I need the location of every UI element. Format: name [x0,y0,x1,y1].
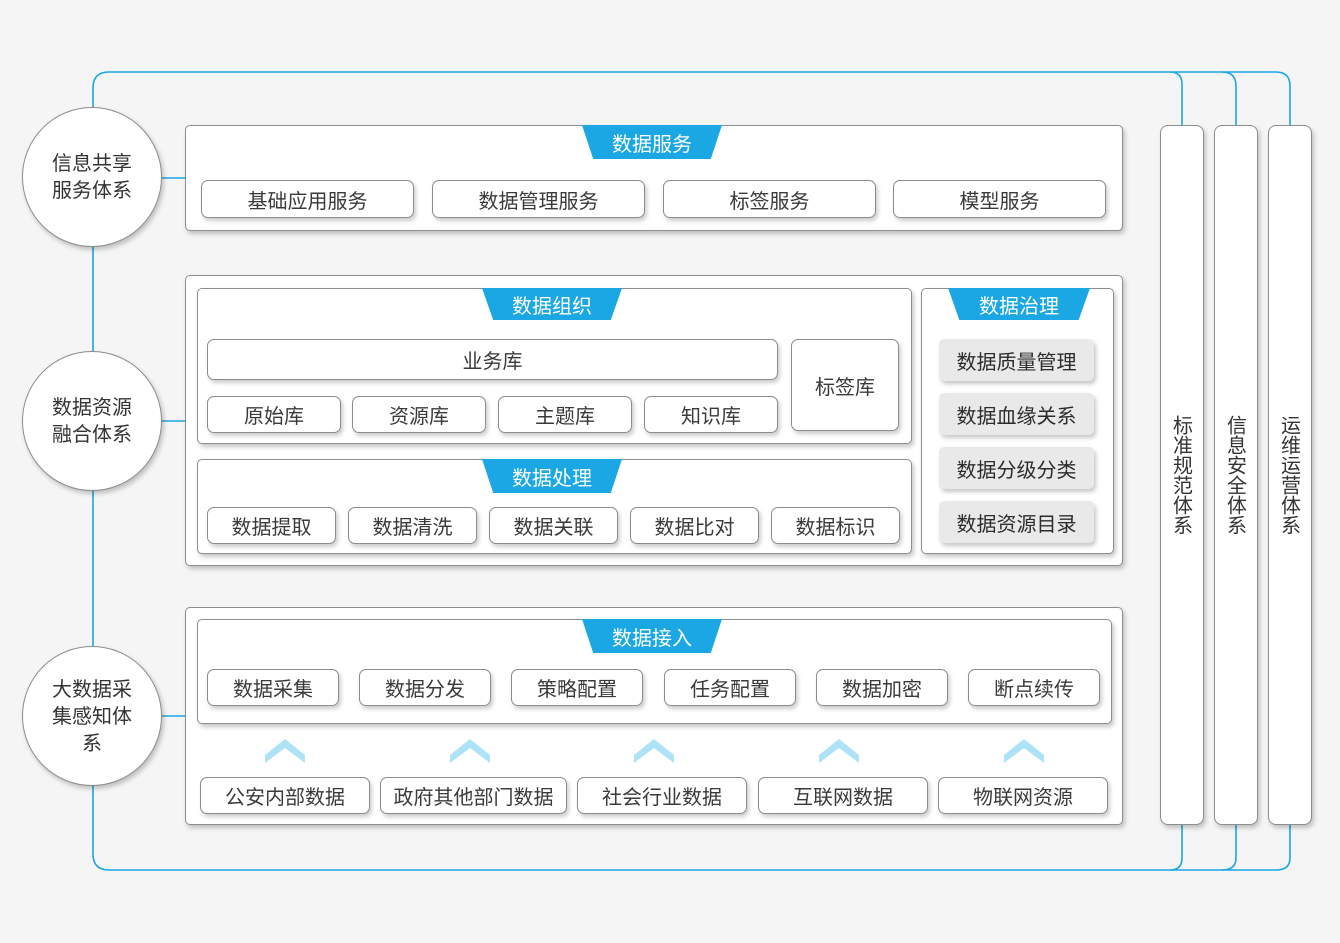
access-item: 数据加密 [816,669,948,706]
db-item: 原始库 [207,396,341,433]
source-item: 社会行业数据 [577,777,747,814]
governance-item: 数据分级分类 [939,447,1094,489]
governance-item: 数据质量管理 [939,339,1094,381]
access-item: 数据采集 [207,669,339,706]
circle-data-resource-fusion: 数据资源融合体系 [22,351,162,491]
service-item: 数据管理服务 [432,180,645,218]
data-access-tab: 数据接入 [582,619,722,653]
source-item: 政府其他部门数据 [380,777,567,814]
db-item: 资源库 [352,396,486,433]
access-item: 策略配置 [511,669,643,706]
service-item: 基础应用服务 [201,180,414,218]
column-security: 信息安全体系 [1214,125,1258,825]
circle-label: 数据资源融合体系 [52,395,132,446]
tag-db-box: 标签库 [791,339,899,431]
processing-item: 数据标识 [771,507,900,544]
governance-item: 数据血缘关系 [939,393,1094,435]
up-chevron-icon [1004,739,1044,763]
governance-item: 数据资源目录 [939,501,1094,543]
column-label: 标准规范体系 [1169,415,1194,535]
circle-label: 信息共享服务体系 [52,151,132,202]
source-item: 互联网数据 [758,777,928,814]
service-item: 模型服务 [893,180,1106,218]
processing-item: 数据提取 [207,507,336,544]
up-chevron-icon [819,739,859,763]
source-item: 物联网资源 [938,777,1108,814]
data-governance-tab: 数据治理 [948,288,1090,320]
processing-item: 数据清洗 [348,507,477,544]
column-standards: 标准规范体系 [1160,125,1204,825]
circle-big-data-collection: 大数据采集感知体系 [22,646,162,786]
up-chevron-icon [265,739,305,763]
access-item: 断点续传 [968,669,1100,706]
data-service-tab: 数据服务 [582,125,722,159]
db-item: 主题库 [498,396,632,433]
column-operations: 运维运营体系 [1268,125,1312,825]
column-label: 信息安全体系 [1223,415,1248,535]
access-item: 任务配置 [664,669,796,706]
source-item: 公安内部数据 [200,777,370,814]
circle-info-sharing: 信息共享服务体系 [22,107,162,247]
business-db-box: 业务库 [207,339,778,380]
processing-item: 数据关联 [489,507,618,544]
data-org-tab: 数据组织 [482,288,622,320]
up-chevron-icon [450,739,490,763]
db-item: 知识库 [644,396,778,433]
service-item: 标签服务 [663,180,876,218]
processing-item: 数据比对 [630,507,759,544]
circle-label: 大数据采集感知体系 [52,676,132,755]
up-chevron-icon [634,739,674,763]
column-label: 运维运营体系 [1277,415,1302,535]
data-processing-tab: 数据处理 [482,459,622,493]
access-item: 数据分发 [359,669,491,706]
